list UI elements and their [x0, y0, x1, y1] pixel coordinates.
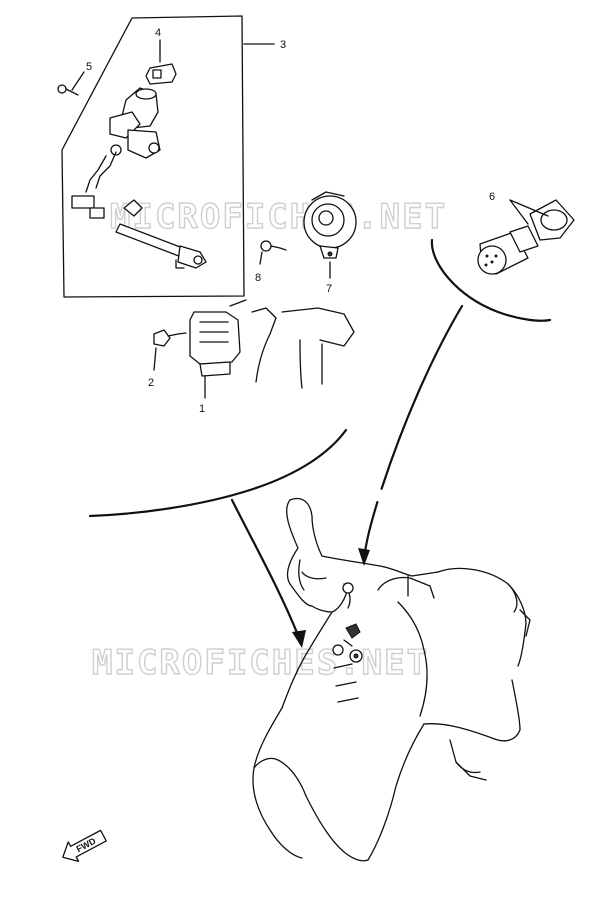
- callout-4: 4: [155, 27, 161, 39]
- watermark-top: MICROFICHES.NET: [110, 197, 447, 237]
- callout-1: 1: [199, 403, 205, 415]
- horn-part: [303, 191, 357, 279]
- callout-2: 2: [148, 377, 154, 389]
- frame-bracket-part: [229, 299, 355, 389]
- horn-screw-part: [259, 240, 287, 265]
- installed-components: [332, 582, 363, 663]
- regulator-callout-balloon: [88, 428, 348, 518]
- main-switch-part: [71, 87, 161, 219]
- main-switch-assembly-box: [61, 15, 275, 298]
- screw-part: [57, 71, 85, 96]
- callout-8: 8: [255, 272, 261, 284]
- flasher-relay-part: [477, 199, 575, 275]
- callout-7: 7: [326, 283, 332, 295]
- forward-arrow-icon: FWD: [62, 829, 107, 862]
- bolt-part: [153, 329, 187, 371]
- flasher-callout-balloon: [430, 238, 552, 322]
- callout-6: 6: [489, 191, 495, 203]
- rectifier-regulator-part: [189, 311, 241, 399]
- leader-lines: [230, 304, 464, 648]
- callout-3: 3: [280, 39, 286, 51]
- seat-lock-cable-part: [115, 199, 207, 269]
- callout-5: 5: [86, 61, 92, 73]
- watermark-bottom: MICROFICHES.NET: [92, 643, 429, 683]
- scooter-outline: [252, 497, 531, 862]
- key-cap-part: [145, 39, 177, 85]
